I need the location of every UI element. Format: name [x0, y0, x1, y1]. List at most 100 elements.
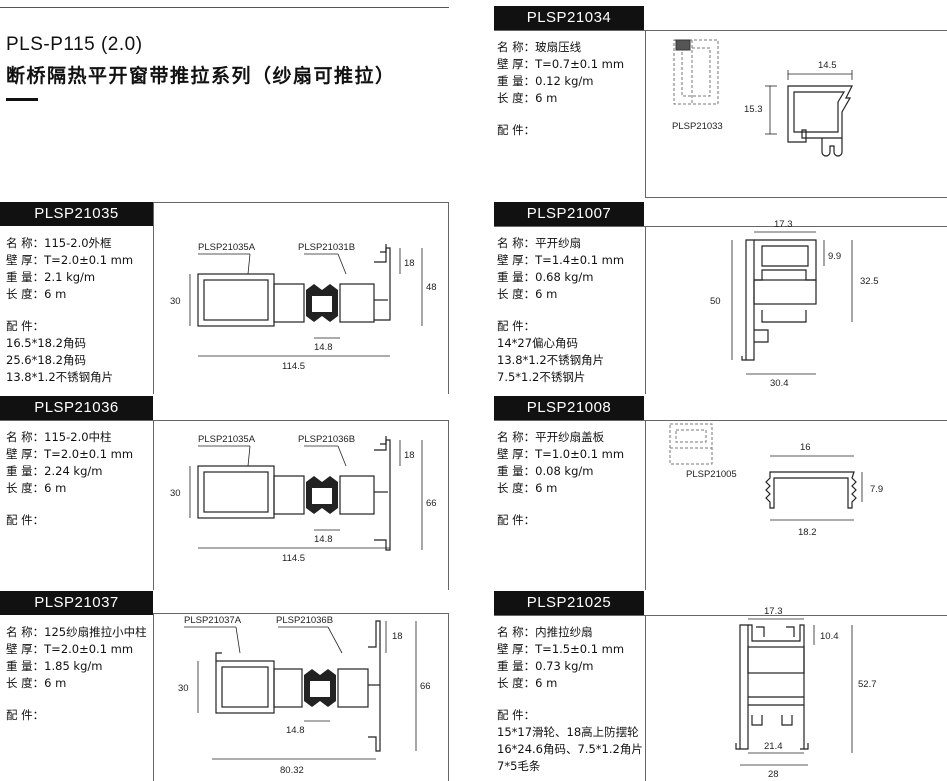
- spec-list: 名 称：115-2.0外框 壁 厚：T=2.0±0.1 mm 重 量：2.1 k…: [6, 235, 133, 386]
- spec-length: 长 度：6 m: [497, 481, 558, 495]
- dim-label: 9.9: [828, 251, 841, 262]
- dim-label: 17.3: [764, 606, 783, 617]
- dim-label: 15.3: [744, 104, 763, 115]
- title-underline: [6, 98, 38, 101]
- spec-name: 名 称：115-2.0中柱: [6, 430, 112, 444]
- dim-label: 66: [426, 498, 437, 509]
- fitting-item: 13.8*1.2不锈钢角片: [6, 370, 114, 384]
- dim-label: 80.32: [280, 765, 304, 776]
- dim-label: 14.8: [286, 725, 305, 736]
- profile-drawing: 17.3 10.4 52.7 21.4 28: [735, 606, 877, 780]
- part-a-label: PLSP21035A: [198, 434, 256, 445]
- spec-wall: 壁 厚：T=2.0±0.1 mm: [6, 253, 134, 267]
- profile-code: PLSP21025: [494, 591, 644, 615]
- spec-wall: 壁 厚：T=1.4±0.1 mm: [497, 253, 625, 267]
- dim-label: 14.8: [314, 342, 333, 353]
- spec-list: 名 称：平开纱扇 壁 厚：T=1.4±0.1 mm 重 量：0.68 kg/m …: [497, 235, 624, 386]
- spec-weight: 重 量：0.12 kg/m: [497, 74, 594, 88]
- header-rule: [0, 7, 449, 8]
- dim-label: 48: [426, 282, 437, 293]
- dim-label: 50: [710, 296, 721, 307]
- dim-label: 30: [170, 488, 181, 499]
- profile-drawing: PLSP21035A PLSP21031B 18 48 30 14.8 114.…: [170, 242, 437, 372]
- profile-card-plsp21035: PLSP21035 名 称：115-2.0外框 壁 厚：T=2.0±0.1 mm…: [0, 202, 449, 394]
- spec-weight: 重 量：2.1 kg/m: [6, 270, 96, 284]
- dim-label: 30: [170, 296, 181, 307]
- spec-weight: 重 量：0.73 kg/m: [497, 659, 594, 673]
- ref-label: PLSP21033: [672, 121, 723, 132]
- spec-list: 名 称：115-2.0中柱 壁 厚：T=2.0±0.1 mm 重 量：2.24 …: [6, 429, 133, 529]
- dim-label: 114.5: [282, 361, 305, 372]
- fitting-item: 13.8*1.2不锈钢角片: [497, 353, 605, 367]
- spec-wall: 壁 厚：T=2.0±0.1 mm: [6, 642, 134, 656]
- spec-fittings-label: 配 件：: [6, 319, 45, 333]
- dim-label: 21.4: [764, 741, 783, 752]
- dim-label: 30: [178, 683, 189, 694]
- dim-label: 7.9: [870, 484, 883, 495]
- spec-fittings-label: 配 件：: [497, 319, 536, 333]
- page-title-series: 断桥隔热平开窗带推拉系列（纱扇可推拉）: [6, 65, 396, 87]
- dim-label: 18: [404, 450, 415, 461]
- profile-card-plsp21025: PLSP21025 名 称：内推拉纱扇 壁 厚：T=1.5±0.1 mm 重 量…: [494, 591, 947, 781]
- spec-name: 名 称：115-2.0外框: [6, 236, 112, 250]
- part-b-label: PLSP21036B: [298, 434, 355, 445]
- dim-label: 10.4: [820, 631, 839, 642]
- profile-card-plsp21034: PLSP21034 名 称：玻扇压线 壁 厚：T=0.7±0.1 mm 重 量：…: [494, 6, 947, 198]
- profile-card-plsp21036: PLSP21036 名 称：115-2.0中柱 壁 厚：T=2.0±0.1 mm…: [0, 396, 449, 590]
- spec-length: 长 度：6 m: [497, 91, 558, 105]
- profile-code: PLSP21037: [0, 591, 153, 615]
- fitting-item: 16*24.6角码、7.5*1.2角片: [497, 742, 643, 756]
- profile-drawing: PLSP21037A PLSP21036B 18 66 30 14.8 80.3…: [178, 615, 431, 776]
- dim-label: 14.8: [314, 534, 333, 545]
- part-a-label: PLSP21035A: [198, 242, 256, 253]
- fitting-item: 16.5*18.2角码: [6, 336, 86, 350]
- dim-label: 28: [768, 769, 779, 780]
- dim-label: 66: [420, 681, 431, 692]
- dim-label: 18.2: [798, 527, 817, 538]
- profile-code: PLSP21007: [494, 202, 644, 226]
- fitting-item: 7.5*1.2不锈钢片: [497, 370, 586, 384]
- dim-label: 14.5: [818, 60, 837, 71]
- profile-card-plsp21007: PLSP21007 名 称：平开纱扇 壁 厚：T=1.4±0.1 mm 重 量：…: [494, 202, 947, 394]
- dim-label: 16: [800, 442, 811, 453]
- spec-fittings-label: 配 件：: [497, 123, 536, 137]
- spec-fittings-label: 配 件：: [6, 513, 45, 527]
- dim-label: 18: [392, 631, 403, 642]
- spec-weight: 重 量：1.85 kg/m: [6, 659, 103, 673]
- spec-name: 名 称：125纱扇推拉小中柱: [6, 625, 147, 639]
- profile-code: PLSP21008: [494, 396, 644, 420]
- spec-name: 名 称：平开纱扇盖板: [497, 430, 605, 444]
- profile-drawing: 17.3 9.9 32.5 50 30.4: [710, 219, 879, 389]
- spec-wall: 壁 厚：T=2.0±0.1 mm: [6, 447, 134, 461]
- part-b-label: PLSP21031B: [298, 242, 355, 253]
- spec-list: 名 称：125纱扇推拉小中柱 壁 厚：T=2.0±0.1 mm 重 量：1.85…: [6, 624, 147, 724]
- ref-label: PLSP21005: [686, 469, 737, 480]
- spec-fittings-label: 配 件：: [497, 513, 536, 527]
- profile-code: PLSP21035: [0, 202, 153, 226]
- page-title-model: PLS-P115 (2.0): [6, 34, 143, 55]
- dim-label: 17.3: [774, 219, 793, 230]
- spec-name: 名 称：内推拉纱扇: [497, 625, 593, 639]
- spec-weight: 重 量：2.24 kg/m: [6, 464, 103, 478]
- spec-list: 名 称：玻扇压线 壁 厚：T=0.7±0.1 mm 重 量：0.12 kg/m …: [497, 39, 624, 139]
- spec-length: 长 度：6 m: [497, 287, 558, 301]
- spec-fittings-label: 配 件：: [6, 708, 45, 722]
- profile-drawing: PLSP21033 14.5 15.3: [672, 39, 853, 157]
- profile-drawing: PLSP21005 16 7.9 18.2: [669, 423, 883, 538]
- spec-length: 长 度：6 m: [6, 481, 67, 495]
- spec-wall: 壁 厚：T=0.7±0.1 mm: [497, 57, 625, 71]
- spec-wall: 壁 厚：T=1.5±0.1 mm: [497, 642, 625, 656]
- spec-fittings-label: 配 件：: [497, 708, 536, 722]
- fitting-item: 7*5毛条: [497, 759, 541, 773]
- spec-wall: 壁 厚：T=1.0±0.1 mm: [497, 447, 625, 461]
- profile-card-plsp21037: PLSP21037 名 称：125纱扇推拉小中柱 壁 厚：T=2.0±0.1 m…: [0, 591, 449, 781]
- spec-length: 长 度：6 m: [6, 287, 67, 301]
- spec-name: 名 称：平开纱扇: [497, 236, 582, 250]
- spec-name: 名 称：玻扇压线: [497, 40, 582, 54]
- spec-length: 长 度：6 m: [6, 676, 67, 690]
- dim-label: 30.4: [770, 378, 789, 389]
- profile-drawing: PLSP21035A PLSP21036B 18 66 30 14.8 114.…: [170, 434, 437, 564]
- dim-label: 114.5: [282, 553, 305, 564]
- dim-label: 52.7: [858, 679, 877, 690]
- profile-code: PLSP21034: [494, 6, 644, 30]
